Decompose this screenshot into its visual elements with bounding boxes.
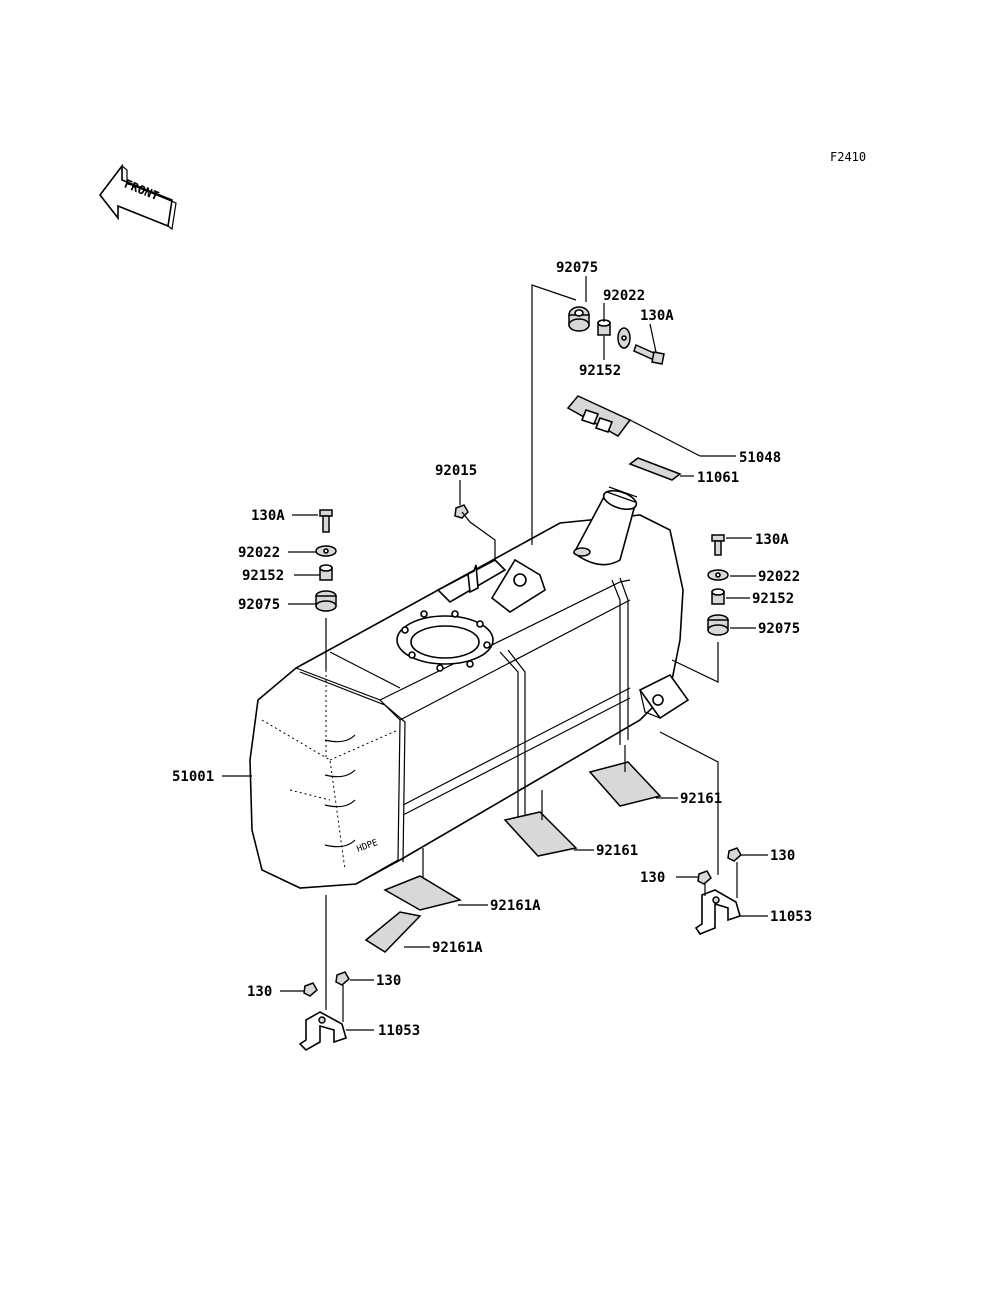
bracket-11053-left	[298, 985, 347, 1051]
leader-92075-top-mount	[531, 284, 577, 545]
grommet-92075-top	[568, 306, 590, 332]
pad-92161-mid	[503, 790, 578, 857]
collar-92152-right	[711, 588, 725, 605]
strip-11061	[628, 457, 682, 481]
label-130-right-a: 130	[770, 848, 795, 864]
leader-right-bracket	[659, 731, 719, 875]
label-92022-right: 92022	[758, 569, 800, 585]
label-92161-right: 92161	[680, 791, 722, 807]
leader-right-stack	[671, 642, 719, 683]
label-92161-mid: 92161	[596, 843, 638, 859]
figure-code: F2410	[830, 150, 866, 164]
bolt-130A-right	[711, 534, 725, 556]
nut-130-left-a	[303, 982, 318, 997]
washer-92022-right	[707, 569, 729, 581]
nut-130-right-a	[727, 847, 742, 862]
label-130-right-b: 130	[640, 870, 665, 886]
label-11053-right: 11053	[770, 909, 812, 925]
label-92022-left: 92022	[238, 545, 280, 561]
pad-92161A-2	[364, 911, 422, 953]
leader-lines	[222, 276, 768, 1031]
nut-130-left-b	[335, 971, 350, 986]
bracket-11053-right	[694, 862, 741, 935]
label-92161A-2: 92161A	[432, 940, 483, 956]
label-130A-right: 130A	[755, 532, 789, 548]
bolt-130A-top	[633, 343, 665, 365]
label-92075-right: 92075	[758, 621, 800, 637]
nut-92015	[454, 504, 496, 560]
washer-92022-top	[617, 327, 631, 349]
grommet-92075-left	[315, 590, 337, 612]
label-130A-left: 130A	[251, 508, 285, 524]
label-130-left-b: 130	[376, 973, 401, 989]
front-arrow-icon: FRONT	[98, 163, 177, 231]
label-130-left-a: 130	[247, 984, 272, 1000]
label-51001: 51001	[172, 769, 214, 785]
bolt-130A-left	[319, 509, 333, 533]
washer-92022-left	[315, 545, 337, 557]
pad-51048	[566, 395, 701, 457]
label-92075-top: 92075	[556, 260, 598, 276]
label-11053-left: 11053	[378, 1023, 420, 1039]
label-92075-left: 92075	[238, 597, 280, 613]
label-92152-left: 92152	[242, 568, 284, 584]
fuel-tank-51001: HDPE	[249, 486, 690, 889]
collar-92152-left	[319, 564, 333, 581]
label-92022-top: 92022	[603, 288, 645, 304]
label-11061: 11061	[697, 470, 739, 486]
label-92152-right: 92152	[752, 591, 794, 607]
label-92015: 92015	[435, 463, 477, 479]
label-92161A-1: 92161A	[490, 898, 541, 914]
nut-130-right-b	[697, 870, 712, 885]
pad-92161-right	[588, 745, 662, 807]
label-92152-top: 92152	[579, 363, 621, 379]
label-130A-top: 130A	[640, 308, 674, 324]
pad-92161A-1	[383, 848, 462, 911]
label-51048: 51048	[739, 450, 781, 466]
collar-92152-top	[597, 319, 611, 336]
grommet-92075-right	[707, 614, 729, 636]
